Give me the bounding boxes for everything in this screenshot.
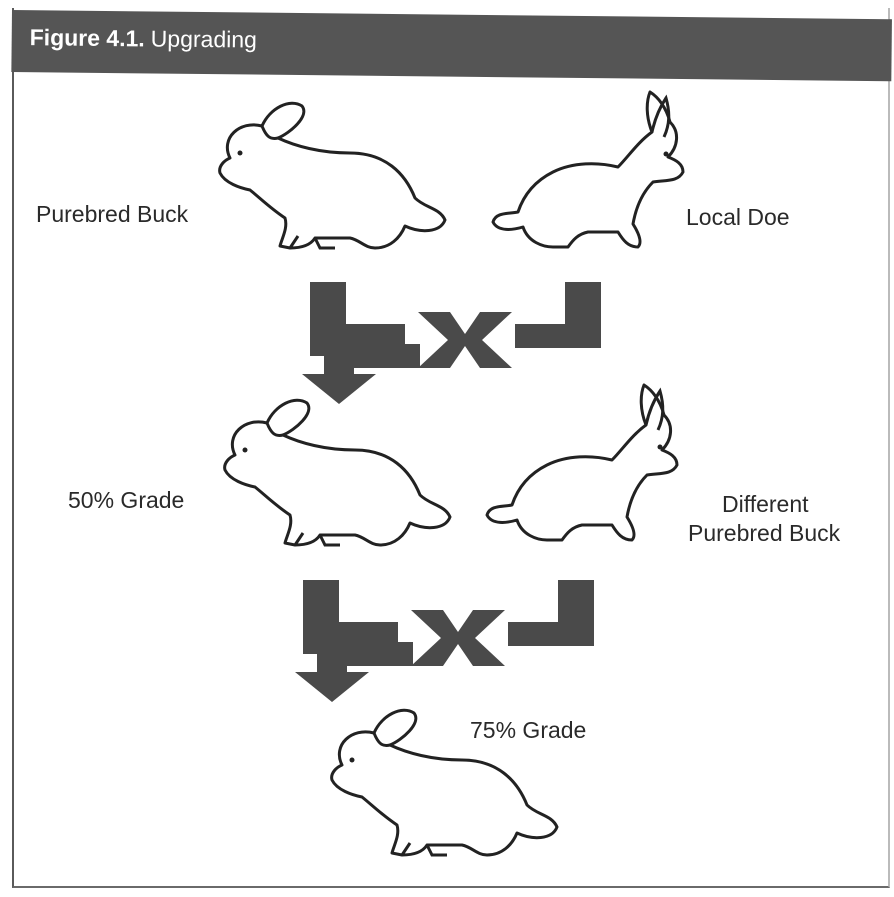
grade-75-label: 75% Grade	[470, 717, 587, 743]
grade-50-label: 50% Grade	[68, 487, 185, 513]
cross-arrow-1-icon	[302, 282, 601, 404]
local-doe-label: Local Doe	[686, 204, 790, 230]
cross-arrow-2-icon	[295, 580, 594, 702]
different-buck-label-line2: Purebred Buck	[688, 520, 841, 546]
different-buck-label-line1: Different	[722, 491, 809, 517]
figure-frame	[12, 8, 890, 888]
different-buck-rabbit-icon	[485, 383, 679, 542]
purebred-buck-label: Purebred Buck	[36, 201, 189, 227]
purebred-buck-rabbit-icon	[218, 101, 447, 250]
local-doe-rabbit-icon	[491, 90, 685, 249]
grade-50-rabbit-icon	[223, 398, 452, 547]
